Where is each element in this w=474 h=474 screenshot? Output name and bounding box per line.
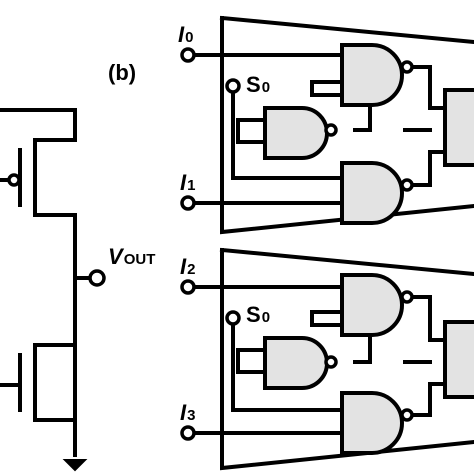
or-gate-partial <box>443 88 474 167</box>
vout-terminal <box>88 269 106 287</box>
nand-gate <box>340 273 404 337</box>
transistor-circuit <box>0 108 106 472</box>
input-terminal <box>180 279 196 295</box>
vout-label: VOUT <box>108 244 155 269</box>
select-label-s0-lower: S0 <box>246 302 270 327</box>
input-terminal <box>180 47 196 63</box>
panel-label: (b) <box>108 60 136 85</box>
mux-lower-outline <box>219 247 474 471</box>
mux-lower <box>180 247 474 471</box>
select-terminal <box>225 310 241 326</box>
nand-gate <box>263 106 329 160</box>
or-gate-partial <box>443 320 474 399</box>
nand-gate <box>340 161 404 225</box>
input-label-i2: I2 <box>180 254 195 279</box>
nand-gate <box>340 391 404 455</box>
input-label-i3: I3 <box>180 400 195 425</box>
pmos-gate-bubble <box>7 173 21 187</box>
ground-symbol <box>62 459 88 472</box>
input-terminal <box>180 195 196 211</box>
nand-gate <box>263 336 329 390</box>
nand-gate <box>340 43 404 107</box>
select-terminal <box>225 78 241 94</box>
input-label-i1: I1 <box>180 170 195 195</box>
input-terminal <box>180 425 196 441</box>
input-label-i0: I0 <box>178 22 193 47</box>
select-label-s0: S0 <box>246 72 270 97</box>
mux-upper <box>180 15 474 235</box>
